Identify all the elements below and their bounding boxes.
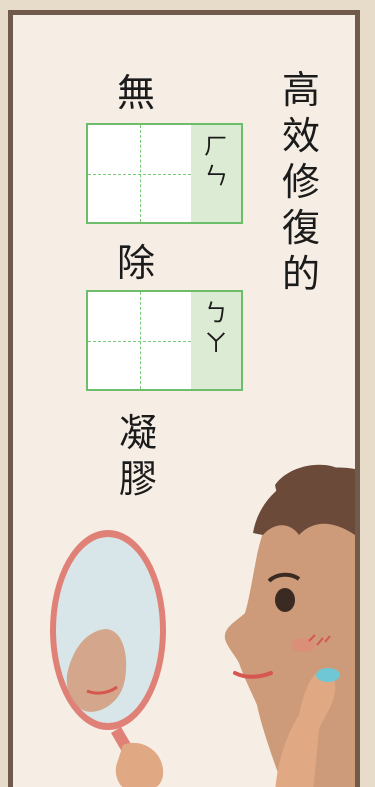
blush-mark [291,638,315,652]
zhuyin-symbol: ㄚ [204,329,228,357]
writing-grid-1[interactable]: ㄏ ㄣ [86,123,243,224]
eye-shape [275,588,295,612]
hair-front-shape [253,467,355,535]
word-label-2: 除 [117,241,158,285]
vertical-title: 高 效 修 復 的 [279,67,325,297]
word-char: 凝 [118,411,159,455]
zhuyin-symbol: ㄏ [204,132,228,160]
lips-shape [233,671,273,679]
eyebrow-shape [267,572,301,583]
gel-drop [316,668,340,682]
title-char: 效 [281,114,322,158]
zhuyin-box: ㄏ ㄣ [191,125,241,222]
word-label-1: 無 [117,71,158,115]
mirror-illustration [50,464,355,787]
title-char: 高 [281,68,322,112]
zhuyin-annotation: ㄏ ㄣ [199,131,233,191]
blemish-marks [308,634,331,646]
title-char: 修 [281,160,322,204]
zhuyin-annotation: ㄅ ㄚ [199,298,233,358]
title-char: 的 [281,252,322,296]
holding-hand [115,743,164,787]
hand-shape [275,670,336,787]
zhuyin-box: ㄅ ㄚ [191,292,241,389]
title-char: 復 [281,206,322,250]
writing-grid-2[interactable]: ㄅ ㄚ [86,290,243,391]
zhuyin-symbol: ㄅ [204,299,228,327]
zhuyin-symbol: ㄣ [204,162,228,190]
reflection-lips [86,685,118,695]
poster-frame: 高 效 修 復 的 無 ㄏ ㄣ 除 ㄅ ㄚ [8,10,360,787]
word-char: 膠 [118,457,159,501]
word-label-3: 凝 膠 [117,410,161,502]
